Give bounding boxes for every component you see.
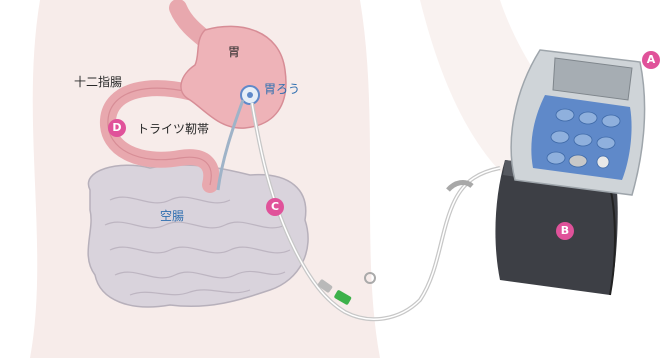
label-gastrostomy: 胃ろう <box>264 80 300 97</box>
badge-a: A <box>642 51 660 69</box>
badge-b: B <box>556 222 574 240</box>
feeding-pump <box>511 50 644 195</box>
label-jejunum: 空腸 <box>160 207 184 224</box>
small-intestine <box>88 165 308 307</box>
badge-d: D <box>108 119 126 137</box>
label-duodenum: 十二指腸 <box>74 73 122 90</box>
label-treitz-ligament: トライツ靭帯 <box>137 120 209 137</box>
badge-c: C <box>266 198 284 216</box>
label-stomach: 胃 <box>228 43 240 60</box>
